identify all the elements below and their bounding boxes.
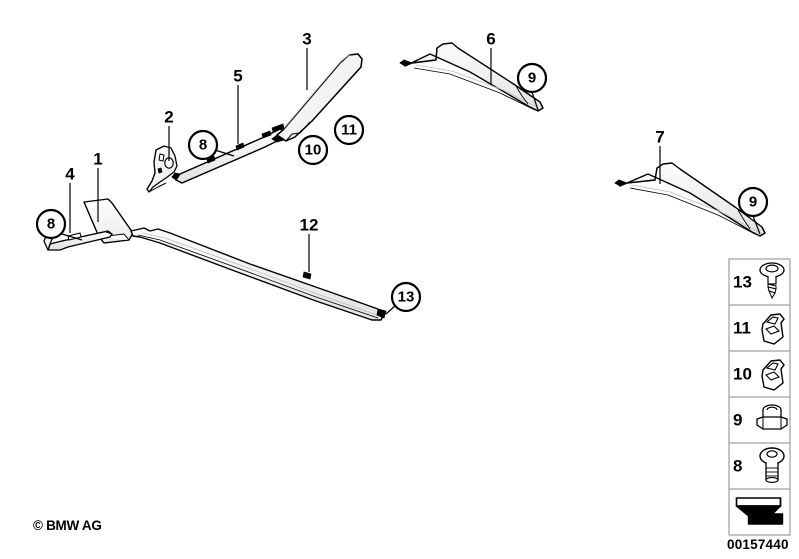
callout-number: 4	[65, 165, 75, 184]
direction-arrow-icon	[735, 497, 784, 525]
part-5-narrow-trim-rail	[171, 123, 287, 184]
flanged-tapping-screw-icon	[759, 262, 785, 300]
callout-8-circled: 8	[35, 208, 67, 240]
hex-socket-button-screw-icon	[759, 447, 785, 483]
diagram-number-label: 00157440	[727, 537, 789, 552]
callout-circle	[390, 281, 422, 313]
callout-number: 8	[47, 216, 55, 233]
callout-number: 9	[528, 70, 536, 87]
legend-row-11: 11	[728, 304, 791, 352]
callout-number: 6	[486, 30, 495, 49]
part-12-long-door-trim-strip	[130, 227, 387, 321]
part-2-bracket-end-cap	[146, 145, 178, 193]
legend-row-number: 10	[733, 365, 752, 384]
callout-2: 2	[164, 108, 173, 127]
callout-number: 8	[199, 137, 207, 154]
legend-row-13: 13	[728, 258, 791, 306]
metal-spring-clip-icon	[761, 359, 785, 391]
callout-number: 10	[305, 142, 322, 159]
callout-circle	[35, 208, 67, 240]
legend-row-10: 10	[728, 350, 791, 398]
callout-layer: 14 8 2 8 5 3 10 11 12 13 6 9 7 9	[35, 30, 769, 313]
callout-circle	[333, 114, 365, 146]
copyright-notice: © BMW AG	[33, 518, 102, 533]
callout-number: 11	[341, 122, 357, 139]
callout-1: 1	[93, 150, 102, 169]
leader-lines	[61, 48, 761, 315]
callout-9-circled: 9	[516, 62, 548, 94]
legend-table: 13 11 10 9 8	[728, 258, 791, 536]
callout-number: 1	[93, 150, 102, 169]
callout-number: 12	[300, 216, 319, 235]
callout-8-circled: 8	[187, 129, 219, 161]
callout-number: 7	[655, 128, 664, 147]
legend-row-number: 9	[733, 411, 742, 430]
part-7-rear-door-trim-strip-right	[614, 162, 766, 237]
legend-row-number: 8	[733, 457, 742, 476]
legend-row-number: 13	[733, 273, 752, 292]
leader-line-9a	[531, 91, 539, 111]
callout-number: 9	[749, 194, 757, 211]
callout-number: 3	[302, 30, 311, 49]
callout-circle	[297, 134, 329, 166]
callout-circle	[516, 62, 548, 94]
leader-line-8b	[214, 149, 235, 157]
part-3-dashboard-decor-strip	[271, 53, 363, 143]
callout-number: 5	[233, 67, 242, 86]
callout-number: 2	[164, 108, 173, 127]
metal-spring-clip-icon	[761, 313, 785, 345]
callout-4: 4	[65, 165, 75, 184]
legend-row-arrow	[728, 488, 791, 536]
callout-9-circled: 9	[737, 186, 769, 218]
legend-row-number: 11	[733, 319, 751, 338]
callout-5: 5	[233, 67, 242, 86]
callout-10-circled: 10	[297, 134, 329, 166]
callout-12: 12	[300, 216, 319, 235]
callout-11-circled: 11	[333, 114, 365, 146]
callout-13-circled: 13	[390, 281, 422, 313]
callout-6: 6	[486, 30, 495, 49]
callout-circle	[187, 129, 219, 161]
collared-nut-icon	[756, 404, 788, 430]
part-6-rear-door-trim-strip-left	[399, 42, 544, 112]
legend-row-9: 9	[728, 396, 791, 444]
leader-line-8a	[61, 233, 83, 241]
callout-3: 3	[302, 30, 311, 49]
leader-line-9b	[752, 215, 761, 235]
callout-7: 7	[655, 128, 664, 147]
callout-circle	[737, 186, 769, 218]
legend-row-cell	[728, 488, 791, 536]
callout-number: 13	[398, 289, 415, 306]
